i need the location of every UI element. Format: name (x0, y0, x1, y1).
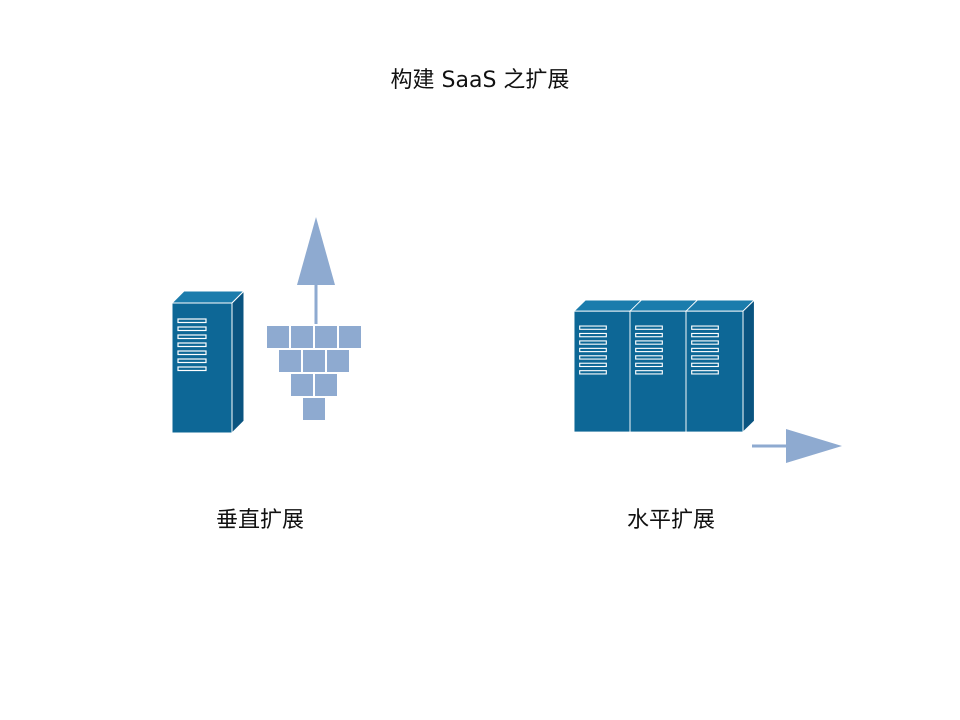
horizontal-scaling-label: 水平扩展 (627, 508, 716, 533)
server-tower-icon (171, 290, 245, 434)
vertical-scaling-group (171, 217, 363, 434)
server-tower-icon (685, 299, 755, 433)
horizontal-scaling-group (573, 299, 842, 463)
stacked-blocks (265, 324, 363, 422)
up-arrow-icon (297, 217, 335, 325)
slide-title: 构建 SaaS 之扩展 (390, 68, 570, 93)
vertical-scaling-label: 垂直扩展 (216, 508, 305, 533)
right-arrow-icon (752, 429, 842, 463)
